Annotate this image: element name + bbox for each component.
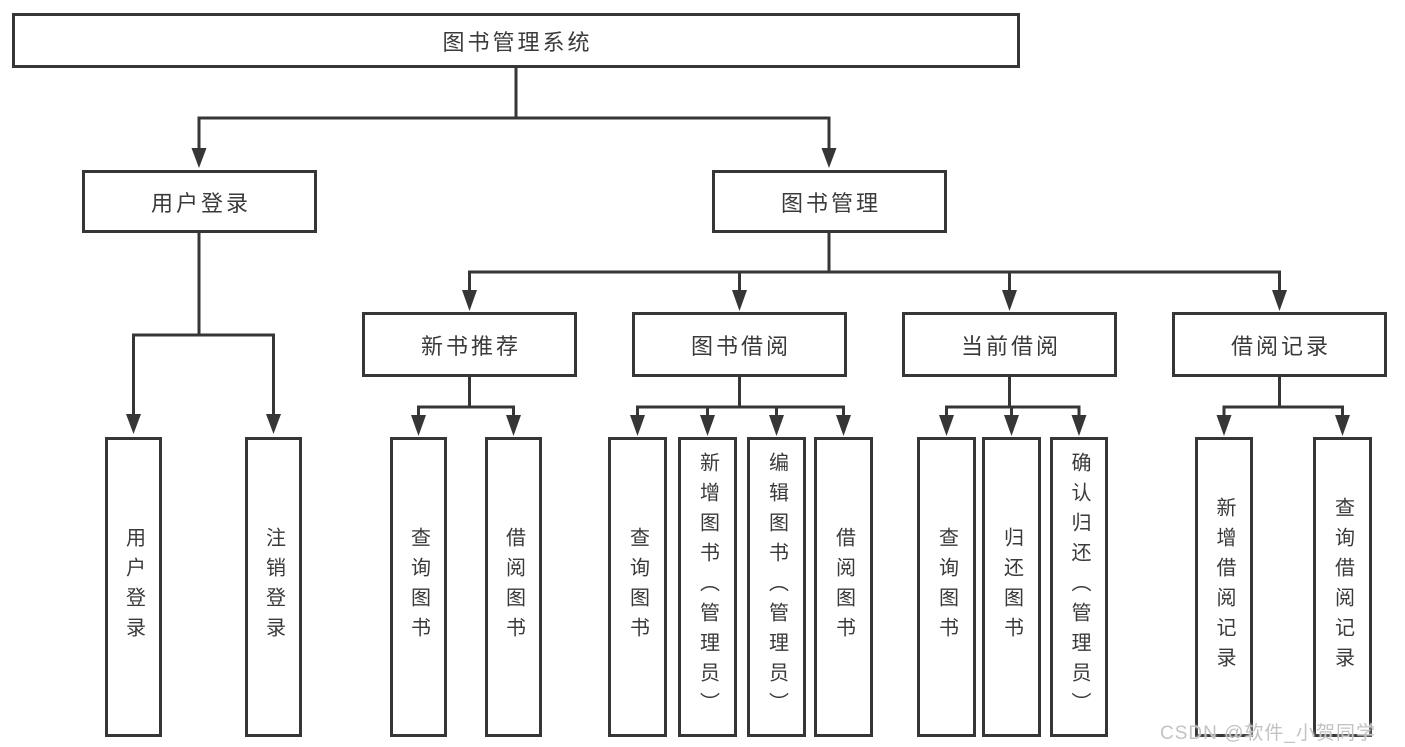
- leaf-query-books-current: 查询图书: [917, 437, 976, 737]
- leaf-return-books: 归还图书: [982, 437, 1041, 737]
- csdn-watermark: CSDN @软件_小贺同学: [1160, 723, 1376, 744]
- leaf-borrow-books-borrowing: 借阅图书: [814, 437, 873, 737]
- node-borrow-records: 借阅记录: [1172, 312, 1387, 377]
- leaf-query-borrow-record: 查询借阅记录: [1313, 437, 1372, 737]
- leaf-logout-login: 注销登录: [245, 437, 302, 737]
- node-root: 图书管理系统: [12, 13, 1020, 68]
- leaf-confirm-return-admin: 确认归还（管理员）: [1050, 437, 1108, 737]
- leaf-add-books-admin: 新增图书（管理员）: [678, 437, 737, 737]
- leaf-borrow-books-recommend: 借阅图书: [485, 437, 542, 737]
- node-user-login: 用户登录: [82, 170, 317, 233]
- leaf-user-login: 用户登录: [105, 437, 162, 737]
- node-current-borrowing: 当前借阅: [902, 312, 1117, 377]
- leaf-query-books-borrowing: 查询图书: [608, 437, 667, 737]
- leaf-query-books-recommend: 查询图书: [390, 437, 447, 737]
- leaf-edit-books-admin: 编辑图书（管理员）: [747, 437, 806, 737]
- node-book-borrowing: 图书借阅: [632, 312, 847, 377]
- node-new-book-recommendation: 新书推荐: [362, 312, 577, 377]
- leaf-add-borrow-record: 新增借阅记录: [1195, 437, 1253, 737]
- node-book-management: 图书管理: [712, 170, 947, 233]
